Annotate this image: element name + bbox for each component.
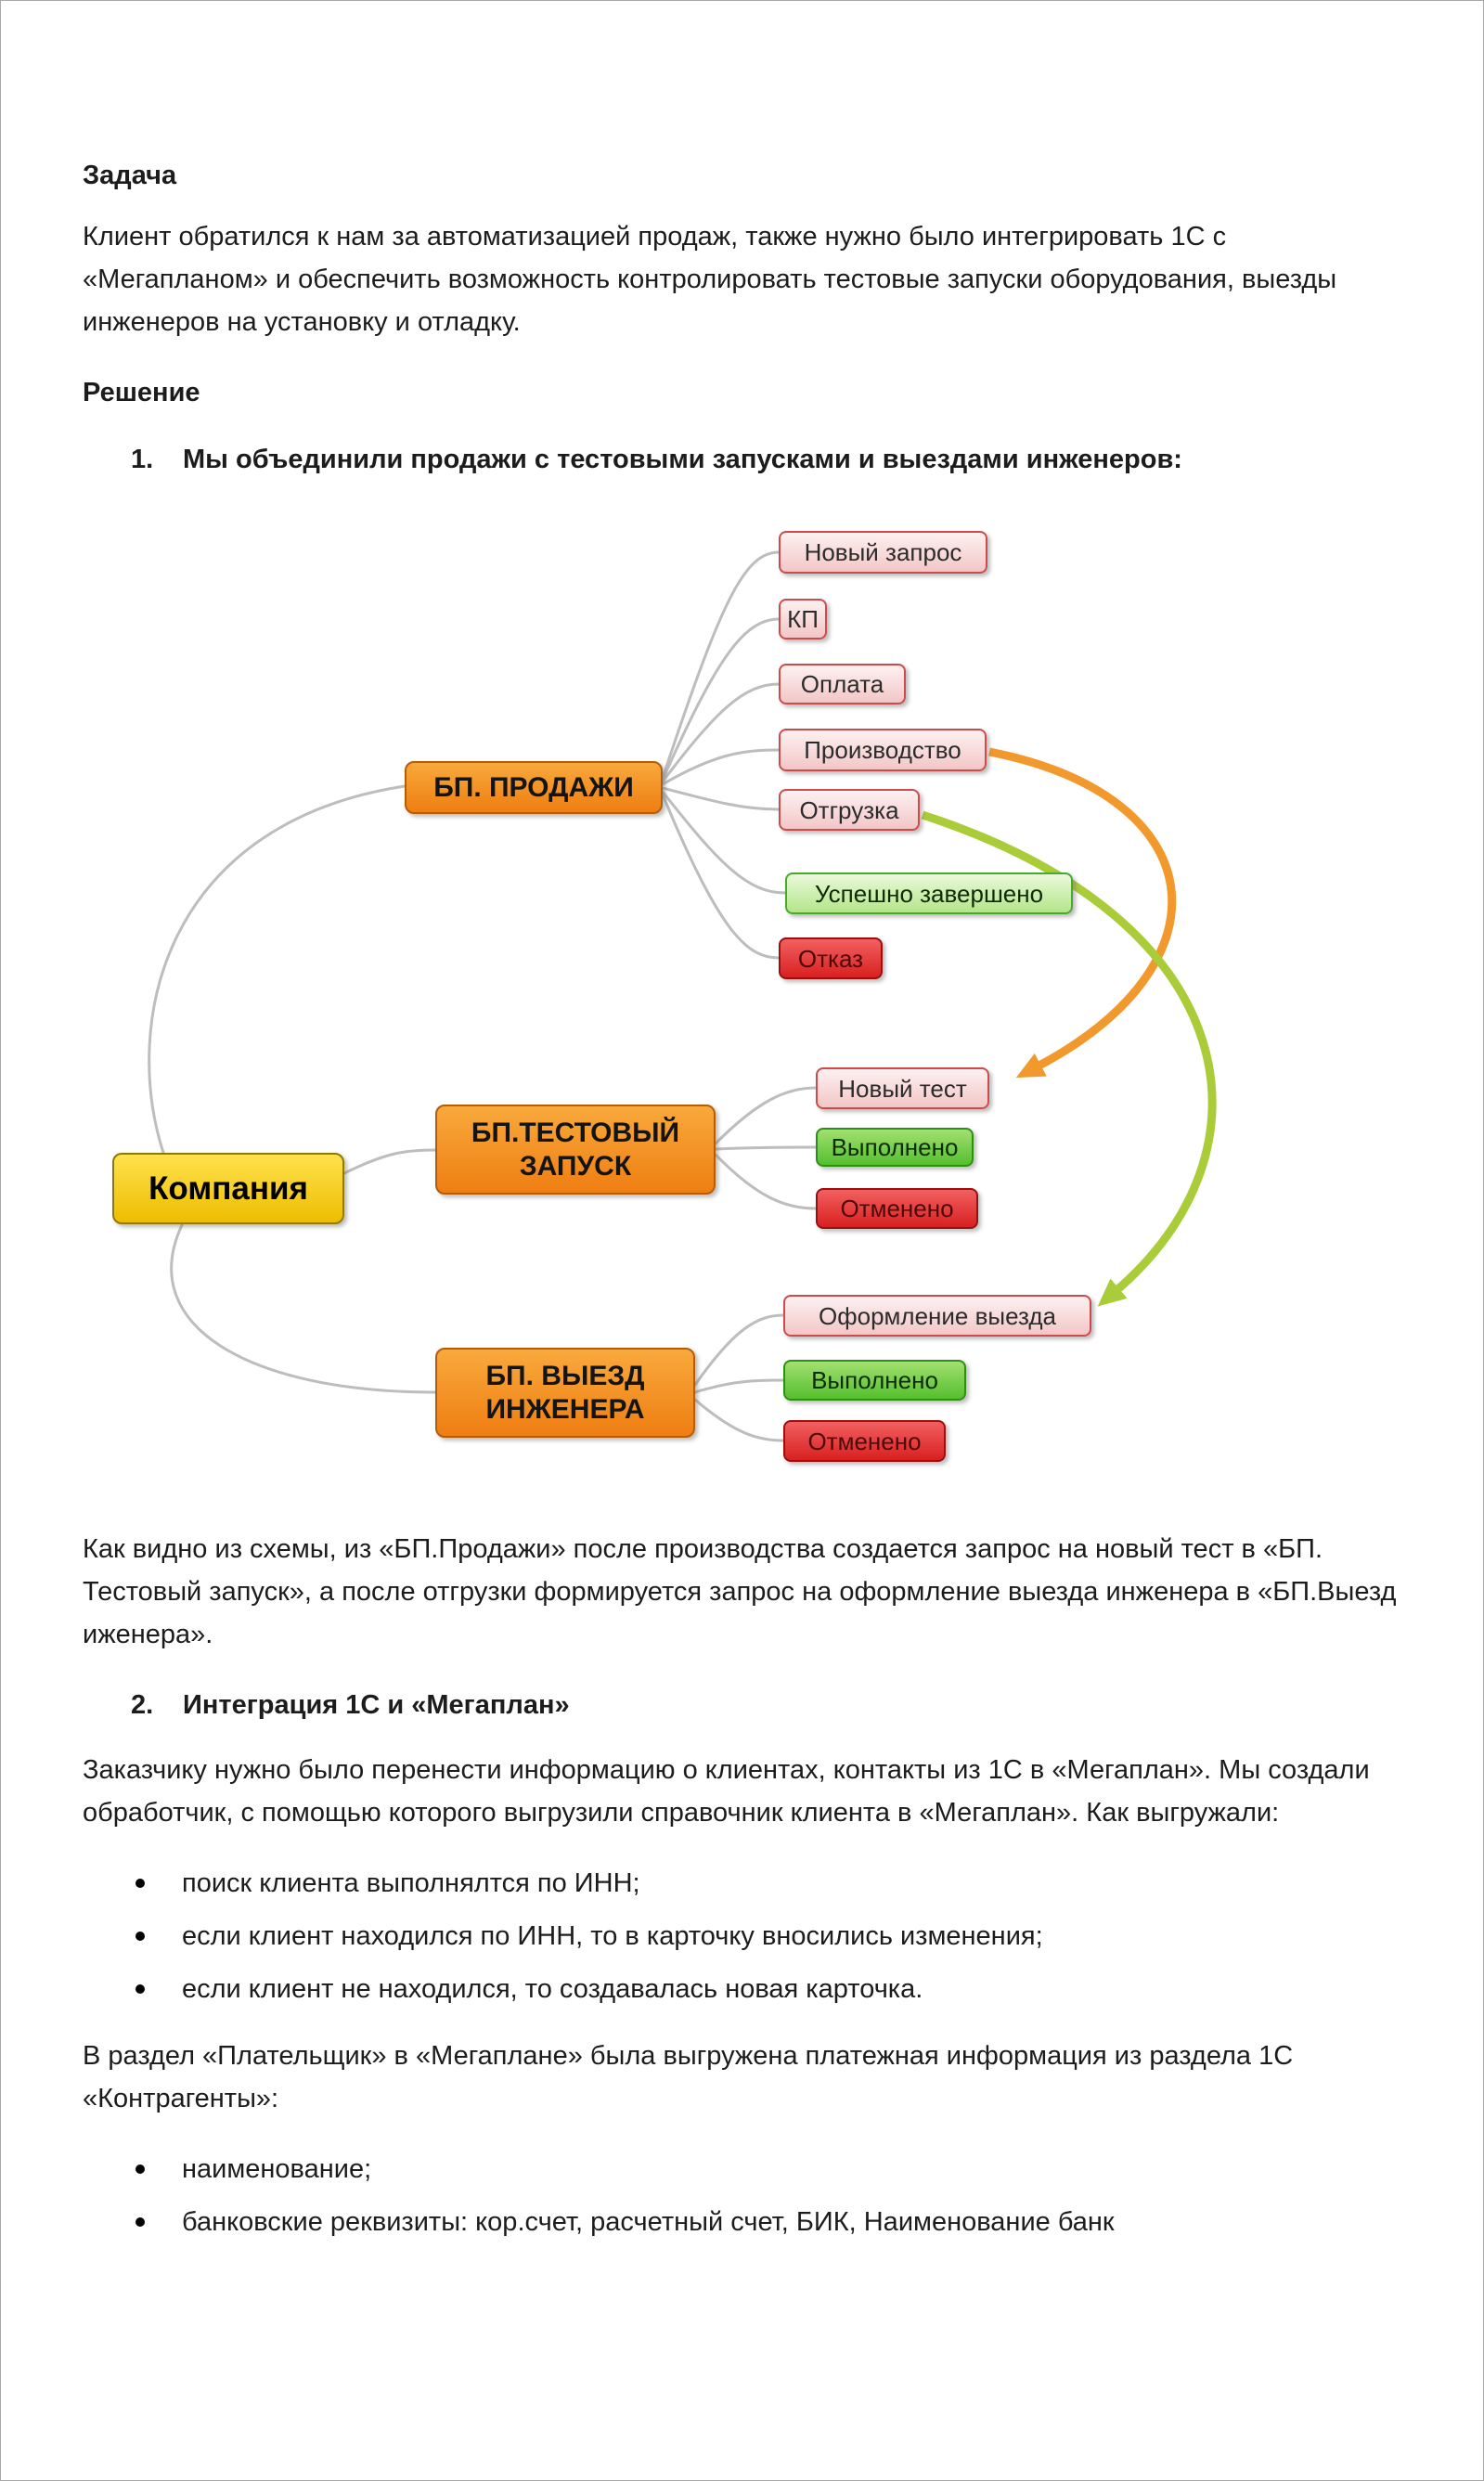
payer-bullet-list: наименование; банковские реквизиты: кор.… [83,2148,1400,2243]
bullet-dot-icon [135,2164,145,2174]
process-mindmap-diagram: Компания БП. ПРОДАЖИ Новый запрос КП Опл… [108,503,1277,1487]
node-test-done: Выполнено [816,1128,974,1167]
node-sales-production: Производство [779,729,987,771]
upload-bullet-list: поиск клиента выполнялтся по ИНН; если к… [83,1862,1400,2010]
arrow-shipment-to-visit [921,810,1217,1307]
list-item: наименование; [135,2148,1400,2190]
bullet-text: если клиент не находился, то создавалась… [182,1974,923,2004]
node-sales-refusal: Отказ [779,937,883,979]
bullet-text: наименование; [182,2154,372,2184]
bullet-text: поиск клиента выполнялтся по ИНН; [182,1868,640,1898]
list-item: банковские реквизиты: кор.счет, расчетны… [135,2201,1400,2243]
node-sales-new-request: Новый запрос [779,531,987,574]
connector-wires [148,550,1217,1442]
bullet-text: банковские реквизиты: кор.счет, расчетны… [182,2207,1115,2237]
bullet-dot-icon [135,1932,145,1941]
item-1-number: 1. [131,445,154,474]
bullet-dot-icon [135,1879,145,1888]
node-test-branch: БП.ТЕСТОВЫЙ ЗАПУСК [435,1105,716,1195]
node-company: Компания [112,1153,344,1224]
task-heading: Задача [83,161,177,190]
gray-branch-wires [148,550,818,1442]
numbered-item-1: 1. Мы объединили продажи с тестовыми зап… [83,438,1400,481]
intro-paragraph: Клиент обратился к нам за автоматизацией… [83,222,1337,337]
diagram-explanation-paragraph: Как видно из схемы, из «БП.Продажи» посл… [83,1534,1397,1649]
node-sales-shipment: Отгрузка [779,789,920,831]
integration-paragraph: Заказчику нужно было перенести информаци… [83,1755,1370,1828]
solution-heading: Решение [83,378,200,407]
numbered-item-2: 2. Интеграция 1С и «Мегаплан» [83,1684,1400,1726]
node-sales-success: Успешно завершено [785,872,1073,914]
item-2-number: 2. [131,1690,154,1720]
node-visit-done: Выполнено [783,1360,966,1401]
bullet-dot-icon [135,2217,145,2227]
item-1-text: Мы объединили продажи с тестовыми запуск… [183,445,1182,474]
arrow-production-to-newtest [988,747,1177,1079]
bullet-text: если клиент находился по ИНН, то в карто… [182,1921,1043,1951]
node-test-cancelled: Отменено [816,1188,978,1229]
node-visit-registration: Оформление выезда [783,1295,1091,1337]
node-sales-payment: Оплата [779,664,906,704]
list-item: поиск клиента выполнялтся по ИНН; [135,1862,1400,1905]
list-item: если клиент не находился, то создавалась… [135,1968,1400,2010]
item-2-text: Интеграция 1С и «Мегаплан» [183,1690,570,1720]
list-item: если клиент находился по ИНН, то в карто… [135,1915,1400,1958]
node-visit-branch: БП. ВЫЕЗД ИНЖЕНЕРА [435,1348,695,1438]
node-sales-kp: КП [779,599,827,640]
bullet-dot-icon [135,1984,145,1994]
payer-paragraph: В раздел «Плательщик» в «Мегаплане» была… [83,2041,1294,2113]
node-test-new: Новый тест [816,1067,989,1109]
node-visit-cancelled: Отменено [783,1420,946,1462]
node-sales-branch: БП. ПРОДАЖИ [405,761,663,814]
